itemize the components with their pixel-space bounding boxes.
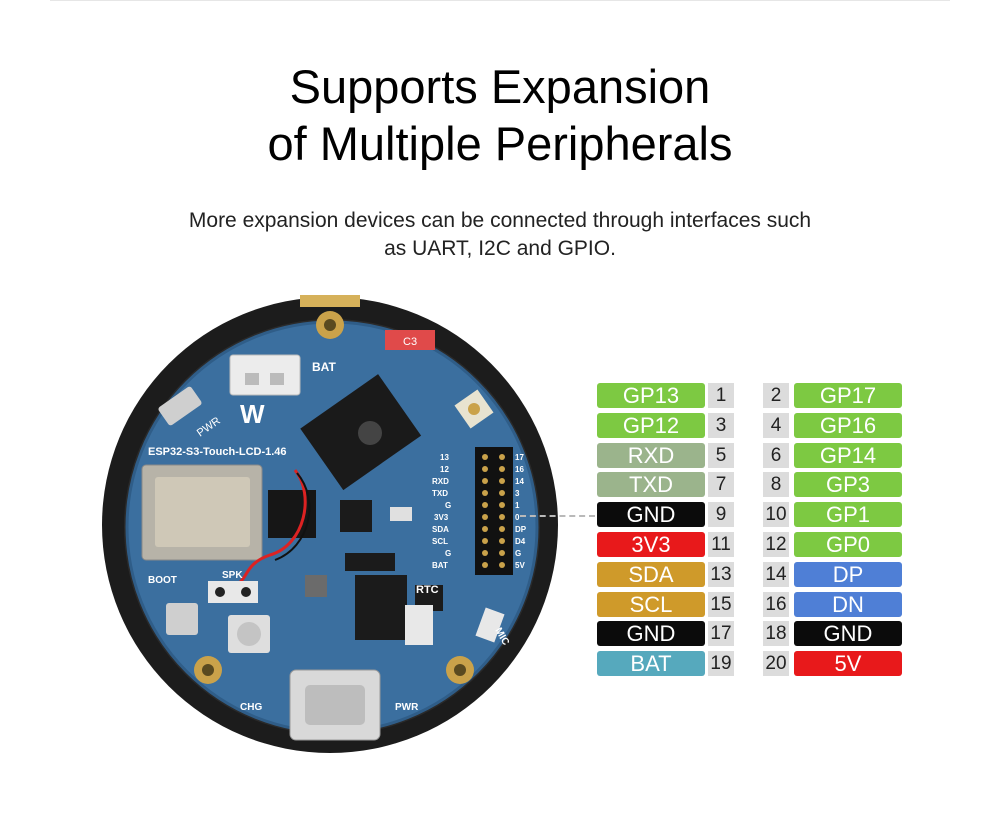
pin-right-number: 16 — [763, 591, 789, 617]
board-label-c3: C3 — [403, 336, 417, 348]
board-label-boot: BOOT — [148, 575, 177, 586]
header-pin-l7: SCL — [432, 537, 448, 546]
pin-right-label: GP17 — [794, 383, 902, 408]
header-pin-l9: BAT — [432, 561, 448, 570]
header-pin-l1: 12 — [440, 465, 449, 474]
pin-right-label: GP1 — [794, 502, 902, 528]
pin-left-label: GP12 — [597, 412, 705, 438]
pin-left-label: GND — [597, 621, 705, 647]
pin-right-number: 10 — [763, 502, 789, 528]
page-description: More expansion devices can be connected … — [0, 207, 1000, 263]
header-pin-r2: 14 — [515, 477, 524, 486]
board-image: BAT C3 W PWR ESP32-S3-Touch-LCD-1.46 — [102, 295, 558, 753]
pin-right-label: GP16 — [794, 412, 902, 438]
pin-right-label: 5V — [794, 651, 902, 677]
pin-left-label: SDA — [597, 561, 705, 587]
description-line-2: as UART, I2C and GPIO. — [384, 237, 616, 260]
pin-left-number: 17 — [708, 621, 734, 647]
header-pin-r9: 5V — [515, 561, 525, 570]
header-pin-l0: 13 — [440, 453, 449, 462]
pin-right-number: 8 — [763, 472, 789, 498]
pin-left-label: GP13 — [597, 383, 705, 408]
pin-right-number: 14 — [763, 561, 789, 587]
header-pin-l6: SDA — [432, 525, 449, 534]
bat-connector — [229, 354, 301, 396]
pin-right-number: 2 — [763, 383, 789, 408]
pin-right-number: 4 — [763, 412, 789, 438]
pin-right-label: GP0 — [794, 531, 902, 557]
pin-left-number: 11 — [708, 531, 734, 557]
pin-left-label: RXD — [597, 442, 705, 468]
pin-left-number: 5 — [708, 442, 734, 468]
board-label-chg: CHG — [240, 702, 262, 713]
board-model: ESP32-S3-Touch-LCD-1.46 — [148, 446, 287, 458]
page-title: Supports Expansion of Multiple Periphera… — [0, 58, 1000, 172]
pin-left-label: SCL — [597, 591, 705, 617]
pin-right-label: GND — [794, 621, 902, 647]
header-pin-r1: 16 — [515, 465, 524, 474]
header-pin-l4: G — [445, 501, 451, 510]
header-pin-r4: 1 — [515, 501, 520, 510]
header-pin-l2: RXD — [432, 477, 449, 486]
pin-right-label: DN — [794, 591, 902, 617]
description-line-1: More expansion devices can be connected … — [188, 209, 812, 232]
pin-right-label: GP14 — [794, 442, 902, 468]
mounting-holes — [194, 311, 474, 684]
pin-right-number: 6 — [763, 442, 789, 468]
pin-left-label: BAT — [597, 651, 705, 677]
board-label-spk: SPK — [222, 570, 243, 581]
title-line-2: of Multiple Peripherals — [267, 117, 733, 170]
pin-left-label: TXD — [597, 472, 705, 498]
pin-right-number: 20 — [763, 651, 789, 677]
pin-right-label: GP3 — [794, 472, 902, 498]
pin-left-number: 13 — [708, 561, 734, 587]
board-label-bat: BAT — [312, 360, 336, 374]
pin-right-label: DP — [794, 561, 902, 587]
pin-left-number: 7 — [708, 472, 734, 498]
header-pin-l3: TXD — [432, 489, 448, 498]
title-line-1: Supports Expansion — [289, 60, 711, 113]
header-pin-r6: DP — [515, 525, 527, 534]
pin-left-label: GND — [597, 502, 705, 528]
pin-header — [475, 447, 513, 575]
board-label-pwr2: PWR — [395, 702, 419, 713]
pin-right-number: 12 — [763, 531, 789, 557]
pin-right-number: 18 — [763, 621, 789, 647]
header-pin-l8: G — [445, 549, 451, 558]
pin-left-number: 1 — [708, 383, 734, 408]
top-divider — [50, 0, 950, 1]
pin-left-number: 19 — [708, 651, 734, 677]
leader-line — [520, 515, 595, 517]
pin-left-label: 3V3 — [597, 531, 705, 557]
pin-left-number: 15 — [708, 591, 734, 617]
header-pin-r8: G — [515, 549, 521, 558]
pin-left-number: 3 — [708, 412, 734, 438]
header-pin-r7: D4 — [515, 537, 526, 546]
mcu-chip — [300, 374, 422, 491]
board-label-rtc: RTC — [416, 584, 439, 596]
header-pin-l5: 3V3 — [434, 513, 449, 522]
header-pin-r5: 0 — [515, 513, 520, 522]
header-pin-r0: 17 — [515, 453, 524, 462]
pin-left-number: 9 — [708, 502, 734, 528]
header-pin-r3: 3 — [515, 489, 520, 498]
svg-text:W: W — [240, 399, 265, 429]
